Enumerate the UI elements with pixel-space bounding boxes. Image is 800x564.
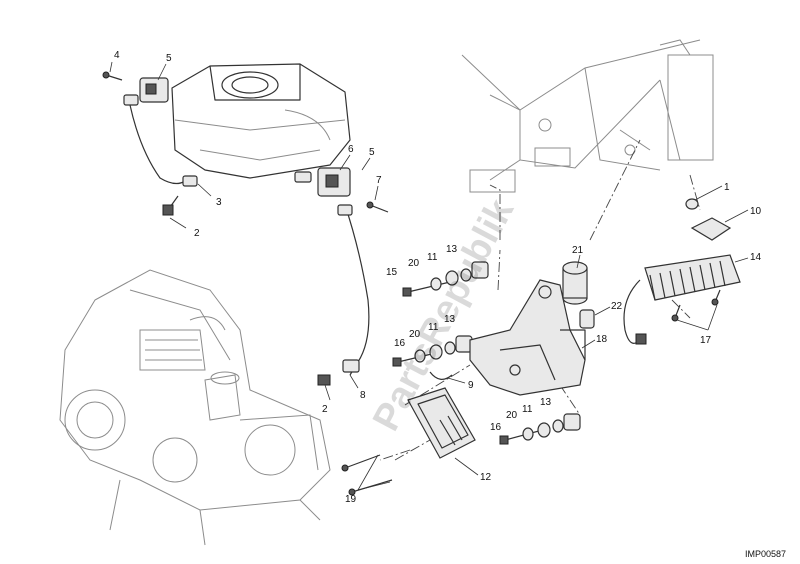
- frame: [461, 39, 714, 193]
- callout-label: 2: [194, 228, 200, 239]
- callout-labels: 4 5 3 2 6 5 7 1 10 14 17 21 22 18 15 20 …: [114, 50, 762, 505]
- callout-label: 7: [376, 175, 382, 186]
- mounting-bracket: [469, 279, 586, 396]
- spark-plug-right: [317, 374, 331, 386]
- callout-label: 16: [394, 338, 406, 349]
- callout-label: 11: [427, 252, 438, 263]
- fastener-stack-upper: [402, 261, 489, 297]
- ecu: [407, 387, 476, 459]
- callout-label: 11: [428, 322, 439, 333]
- fastener-stack-lower: [499, 413, 581, 445]
- callout-label: 14: [750, 252, 762, 263]
- callout-label: 13: [540, 397, 552, 408]
- callout-label: 11: [522, 404, 533, 415]
- regulator-screws: [671, 289, 721, 322]
- engine: [59, 269, 331, 546]
- coil-bolt-right: [366, 201, 389, 213]
- callout-label: 19: [345, 494, 357, 505]
- ignition-coil-left: [139, 77, 169, 103]
- fuel-tank: [171, 63, 351, 179]
- callout-label: 8: [360, 390, 366, 401]
- hv-lead-left: [129, 104, 196, 187]
- grommet: [579, 309, 595, 329]
- callout-label: 17: [700, 335, 712, 346]
- callout-label: 5: [166, 53, 172, 64]
- coil-bolt-left: [102, 71, 123, 81]
- callout-label: 20: [408, 258, 420, 269]
- callout-label: 12: [480, 472, 492, 483]
- callout-label: 9: [468, 380, 474, 391]
- callout-label: 20: [506, 410, 518, 421]
- callout-label: 18: [596, 334, 608, 345]
- callout-label: 13: [444, 314, 456, 325]
- callout-label: 22: [611, 301, 623, 312]
- spark-plug-cap-left: [123, 94, 139, 106]
- callout-label: 6: [348, 144, 354, 155]
- voltage-regulator: [623, 254, 741, 345]
- assembly-lines: [379, 139, 701, 461]
- callout-label: 20: [409, 329, 421, 340]
- callout-label: 10: [750, 206, 762, 217]
- callout-label: 4: [114, 50, 120, 61]
- callout-label: 3: [216, 197, 222, 208]
- callout-label: 13: [446, 244, 458, 255]
- clip: [429, 371, 453, 380]
- callout-label: 2: [322, 404, 328, 415]
- callout-label: 21: [572, 245, 584, 256]
- callout-label: 5: [369, 147, 375, 158]
- callout-label: 1: [724, 182, 730, 193]
- rubber-mount: [562, 261, 588, 305]
- hv-lead-right: [344, 204, 370, 376]
- spark-plug-cap-right: [294, 171, 312, 183]
- figure-code: IMP00587: [745, 549, 786, 559]
- spark-plug-left: [162, 175, 198, 216]
- sensor: [690, 217, 732, 241]
- callout-label: 16: [490, 422, 502, 433]
- callout-label: 15: [386, 267, 398, 278]
- spark-plug-cap-lower: [337, 204, 360, 373]
- leader-lines: [109, 61, 749, 491]
- nut: [685, 198, 699, 210]
- ignition-coil-right: [317, 167, 351, 197]
